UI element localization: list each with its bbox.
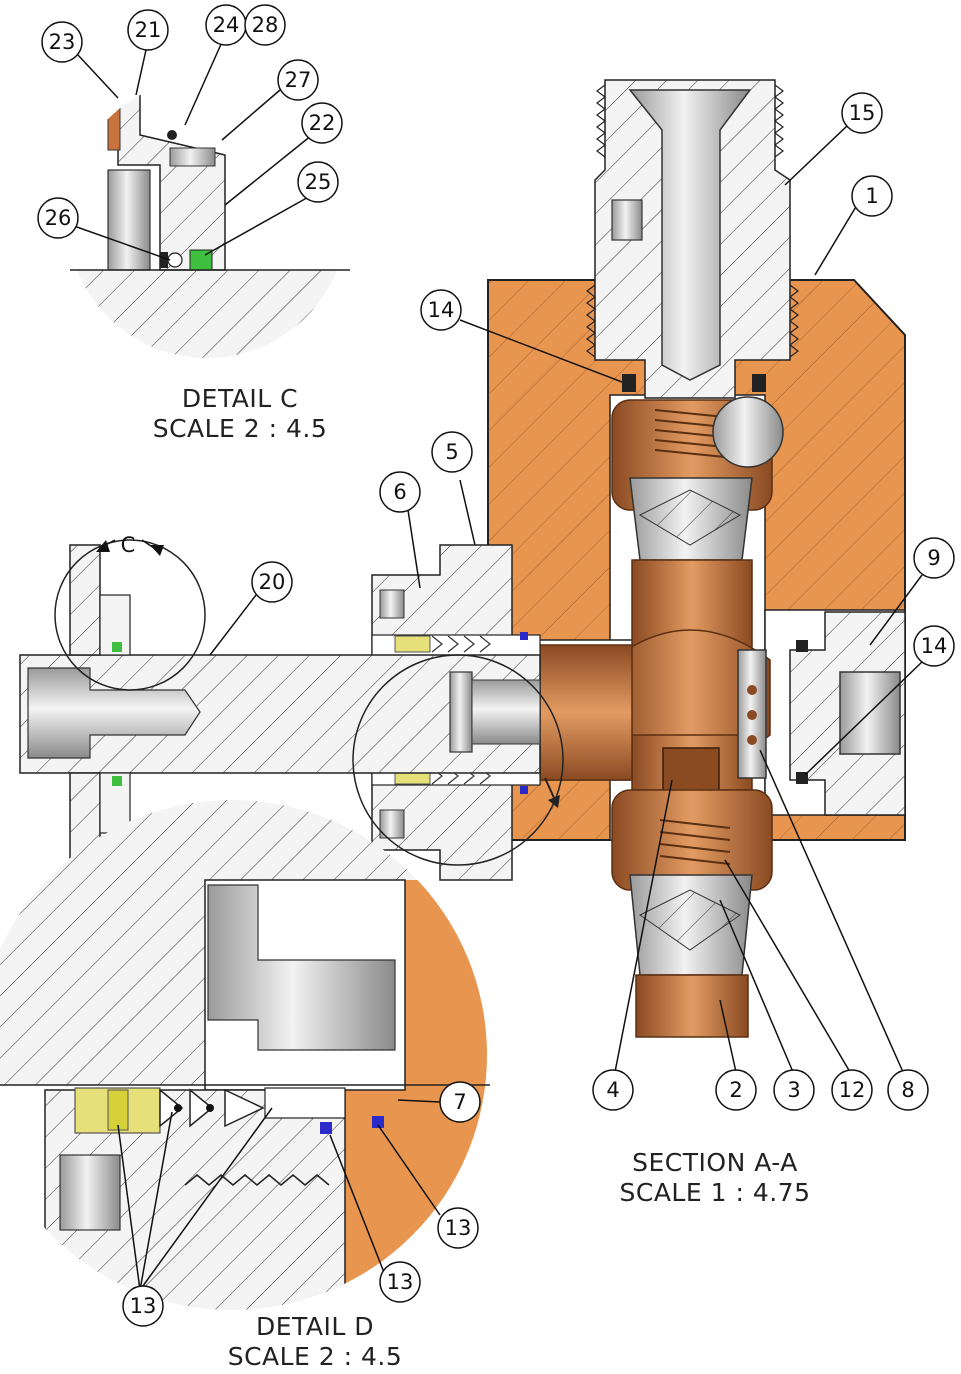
- balloons: 23 21 24 28 27 22 25 26 15 1 14 5 6 20 9…: [37, 4, 955, 1327]
- balloon-1: 1: [851, 175, 893, 217]
- balloon-5: 5: [431, 431, 473, 473]
- leader-lines: [73, 41, 925, 1291]
- section-aa-scale: SCALE 1 : 4.75: [619, 1178, 811, 1207]
- detail-c-view: [67, 78, 350, 358]
- svg-text:2: 2: [729, 1078, 742, 1102]
- balloon-7: 7: [439, 1081, 481, 1123]
- balloon-13-c: 13: [122, 1285, 164, 1327]
- svg-text:25: 25: [305, 170, 332, 194]
- svg-text:6: 6: [393, 480, 406, 504]
- svg-text:13: 13: [130, 1294, 157, 1318]
- balloon-23: 23: [41, 21, 83, 63]
- balloon-26: 26: [37, 197, 79, 239]
- balloon-2: 2: [715, 1069, 757, 1111]
- balloon-12: 12: [831, 1069, 873, 1111]
- svg-text:1: 1: [865, 184, 878, 208]
- detail-d-title: DETAIL D: [256, 1312, 374, 1341]
- svg-text:24: 24: [213, 13, 240, 37]
- balloon-9: 9: [913, 537, 955, 579]
- detail-c-marker-letter: C: [121, 533, 136, 557]
- svg-text:27: 27: [285, 68, 312, 92]
- svg-text:14: 14: [428, 298, 455, 322]
- svg-text:22: 22: [309, 111, 336, 135]
- balloon-14-right: 14: [913, 625, 955, 667]
- svg-text:26: 26: [45, 206, 72, 230]
- balloon-24: 24: [205, 4, 247, 46]
- detail-d-view: [0, 800, 490, 1310]
- detail-d-scale: SCALE 2 : 4.5: [227, 1342, 403, 1371]
- balloon-8: 8: [887, 1069, 929, 1111]
- svg-text:13: 13: [387, 1270, 414, 1294]
- balloon-6: 6: [379, 471, 421, 513]
- svg-text:5: 5: [445, 440, 458, 464]
- balloon-21: 21: [127, 9, 169, 51]
- detail-c-marker-circle: [54, 539, 206, 691]
- svg-text:7: 7: [453, 1090, 466, 1114]
- section-aa-view: [19, 79, 906, 1038]
- balloon-22: 22: [301, 102, 343, 144]
- balloon-28: 28: [244, 4, 286, 46]
- balloon-13-a: 13: [437, 1207, 479, 1249]
- section-aa-caption: SECTION A-A SCALE 1 : 4.75: [575, 1148, 855, 1208]
- svg-text:9: 9: [927, 546, 940, 570]
- detail-c-title: DETAIL C: [181, 384, 299, 413]
- balloon-20: 20: [251, 561, 293, 603]
- svg-text:14: 14: [921, 634, 948, 658]
- detail-c-caption: DETAIL C SCALE 2 : 4.5: [120, 384, 360, 444]
- section-aa-title: SECTION A-A: [632, 1148, 798, 1177]
- balloon-14-top: 14: [420, 289, 462, 331]
- svg-text:3: 3: [787, 1078, 800, 1102]
- balloon-27: 27: [277, 59, 319, 101]
- svg-text:13: 13: [445, 1216, 472, 1240]
- balloon-4: 4: [592, 1069, 634, 1111]
- detail-c-scale: SCALE 2 : 4.5: [152, 414, 328, 443]
- svg-text:4: 4: [606, 1078, 619, 1102]
- svg-text:8: 8: [901, 1078, 914, 1102]
- svg-text:23: 23: [49, 30, 76, 54]
- detail-d-marker-circle: [352, 654, 564, 866]
- svg-text:20: 20: [259, 570, 286, 594]
- svg-text:28: 28: [252, 13, 279, 37]
- balloon-15: 15: [841, 92, 883, 134]
- svg-text:15: 15: [849, 101, 876, 125]
- balloon-13-b: 13: [379, 1261, 421, 1303]
- svg-text:21: 21: [135, 18, 162, 42]
- detail-d-caption: DETAIL D SCALE 2 : 4.5: [195, 1312, 435, 1372]
- balloon-25: 25: [297, 161, 339, 203]
- balloon-3: 3: [773, 1069, 815, 1111]
- svg-text:12: 12: [839, 1078, 866, 1102]
